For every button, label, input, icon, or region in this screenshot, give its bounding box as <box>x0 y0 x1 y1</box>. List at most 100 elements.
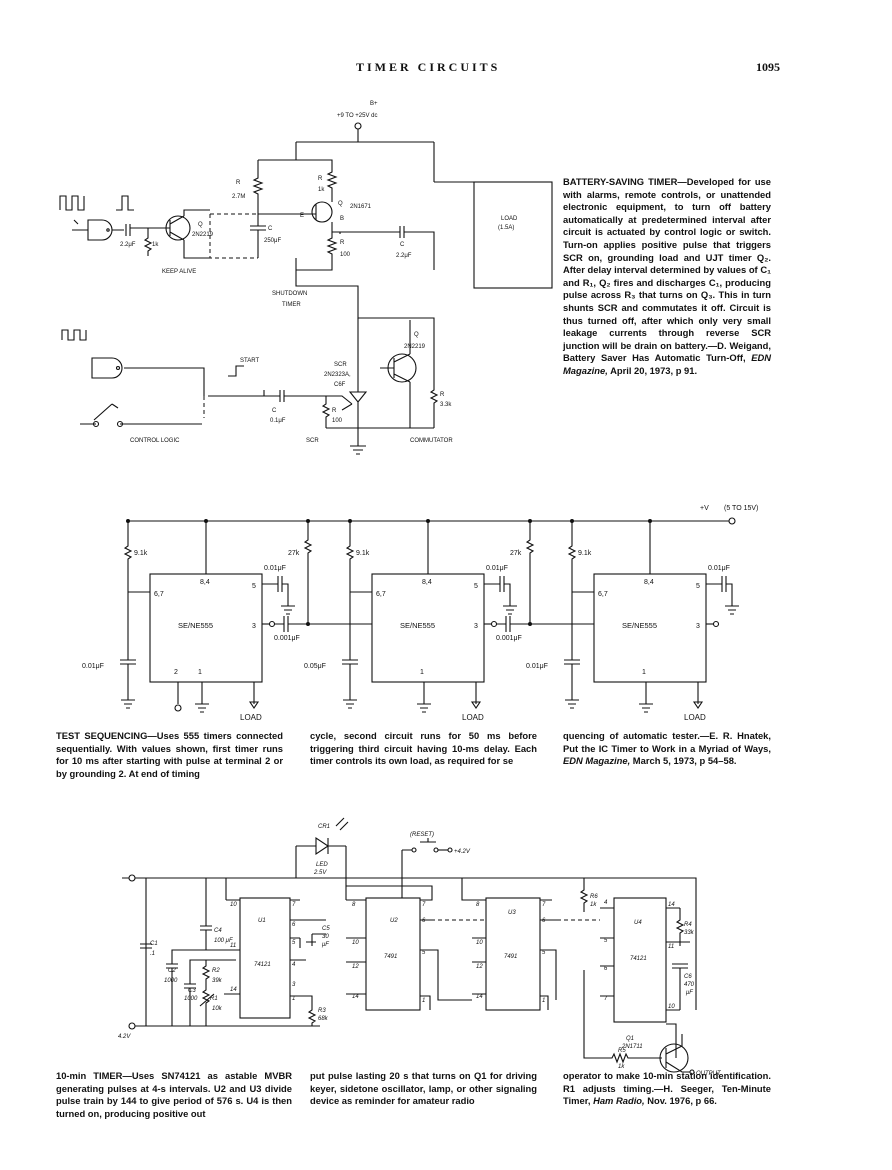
svg-text:8: 8 <box>352 902 356 908</box>
svg-text:11: 11 <box>668 944 674 950</box>
svg-text:(RESET): (RESET) <box>410 832 434 838</box>
svg-text:(1.5A): (1.5A) <box>498 225 514 231</box>
page-number: 1095 <box>756 60 780 74</box>
pin-label: 5 <box>252 583 256 590</box>
pin-label: 5 <box>696 583 700 590</box>
pin-label: 6,7 <box>154 591 164 598</box>
svg-text:R: R <box>440 392 445 398</box>
pin-label: 3 <box>474 623 478 630</box>
svg-text:0.1μF: 0.1μF <box>270 418 286 424</box>
svg-text:4: 4 <box>604 900 608 906</box>
svg-text:1: 1 <box>542 998 545 1004</box>
caption-source: EDN Magazine, <box>563 755 631 767</box>
svg-text:2N2323A,: 2N2323A, <box>324 372 351 378</box>
svg-text:2N1671: 2N1671 <box>350 204 372 210</box>
svg-text:6: 6 <box>604 966 608 972</box>
svg-text:Q: Q <box>338 201 343 207</box>
capacitor-label: 0.01μF <box>486 565 508 572</box>
svg-text:LED: LED <box>316 862 328 868</box>
svg-text:6: 6 <box>542 918 546 924</box>
svg-text:10: 10 <box>230 902 237 908</box>
svg-text:6: 6 <box>422 918 426 924</box>
pin-label: 6,7 <box>376 591 386 598</box>
svg-text:Q: Q <box>414 332 419 338</box>
svg-text:12: 12 <box>476 964 483 970</box>
555-timer-chip <box>149 573 263 683</box>
load-label: LOAD <box>462 713 484 722</box>
resistor-label: 27k <box>510 550 522 557</box>
capacitor-label: 0.01μF <box>82 663 104 670</box>
pin-label: 3 <box>696 623 700 630</box>
resistor-label: 9.1k <box>134 550 148 557</box>
chip-label: SE/NE555 <box>400 621 435 630</box>
svg-text:39k: 39k <box>212 978 223 984</box>
resistor-label: 9.1k <box>356 550 370 557</box>
svg-text:Q1: Q1 <box>626 1036 634 1042</box>
svg-text:7491: 7491 <box>504 954 517 960</box>
capacitor-label: 0.01μF <box>526 663 548 670</box>
svg-text:10: 10 <box>668 1004 675 1010</box>
svg-text:U4: U4 <box>634 920 642 926</box>
svg-text:C: C <box>268 226 273 232</box>
svg-text:U2: U2 <box>390 918 398 924</box>
svg-text:100 μF: 100 μF <box>214 938 233 944</box>
r1-label: R <box>236 180 241 186</box>
svg-text:1000: 1000 <box>164 978 178 984</box>
svg-text:7: 7 <box>604 996 608 1002</box>
svg-text:2N1711: 2N1711 <box>621 1044 643 1050</box>
svg-text:14: 14 <box>668 902 675 908</box>
svg-text:250μF: 250μF <box>264 238 281 244</box>
svg-text:11: 11 <box>230 943 236 949</box>
pin-label: 2 <box>174 669 178 676</box>
svg-text:SCR: SCR <box>306 438 319 444</box>
pulse-icon <box>61 329 87 341</box>
pin-label: 3 <box>252 623 256 630</box>
supply-label: B+ <box>370 101 378 107</box>
svg-text:U1: U1 <box>258 918 266 924</box>
capacitor-label: 0.001μF <box>274 635 300 642</box>
svg-text:C5: C5 <box>322 926 330 932</box>
svg-text:Q: Q <box>198 222 203 228</box>
555-timer-chip <box>371 573 485 683</box>
svg-text:R: R <box>340 240 345 246</box>
pin-label: 8,4 <box>422 579 432 586</box>
svg-text:SHUTDOWN: SHUTDOWN <box>272 291 307 297</box>
svg-text:3.3k: 3.3k <box>440 402 452 408</box>
svg-text:SCR: SCR <box>334 362 347 368</box>
svg-text:μF: μF <box>685 990 693 996</box>
svg-text:C2: C2 <box>168 968 176 974</box>
svg-text:+4.2V: +4.2V <box>454 849 471 855</box>
svg-text:74121: 74121 <box>254 962 271 968</box>
output-label: OUTPUT <box>696 1071 722 1077</box>
svg-text:.1: .1 <box>150 951 155 957</box>
svg-text:30: 30 <box>322 934 329 940</box>
svg-text:2.5V: 2.5V <box>313 870 327 876</box>
svg-text:C4: C4 <box>214 928 222 934</box>
svg-text:470: 470 <box>684 982 695 988</box>
svg-text:1: 1 <box>422 998 425 1004</box>
running-header: TIMER CIRCUITS <box>356 60 501 74</box>
load-label: LOAD <box>240 713 262 722</box>
pin-label: 1 <box>198 669 202 676</box>
svg-text:C6F: C6F <box>334 382 346 388</box>
svg-text:4.2V: 4.2V <box>118 1034 131 1040</box>
svg-text:2.2μF: 2.2μF <box>396 253 412 259</box>
svg-text:14: 14 <box>352 994 359 1000</box>
svg-text:7: 7 <box>292 902 296 908</box>
svg-text:C3: C3 <box>188 988 196 994</box>
capacitor-label: 0.05μF <box>304 663 326 670</box>
svg-text:R1: R1 <box>210 996 218 1002</box>
svg-text:R4: R4 <box>684 922 692 928</box>
svg-text:R2: R2 <box>212 968 220 974</box>
svg-text:12: 12 <box>352 964 359 970</box>
svg-text:1000: 1000 <box>184 996 198 1002</box>
pin-label: 8,4 <box>644 579 654 586</box>
svg-text:C: C <box>272 408 277 414</box>
svg-text:1k: 1k <box>590 902 597 908</box>
svg-text:100: 100 <box>332 418 343 424</box>
svg-text:5: 5 <box>604 938 608 944</box>
pin-label: 1 <box>642 669 646 676</box>
